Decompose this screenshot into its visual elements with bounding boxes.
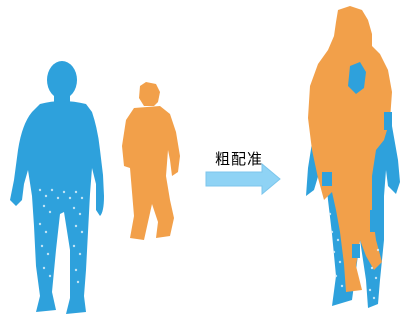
target-point-cloud	[122, 82, 180, 240]
source-point-cloud	[10, 61, 104, 314]
arrow-label: 粗配准	[206, 148, 272, 169]
registered-point-clouds	[306, 6, 400, 308]
